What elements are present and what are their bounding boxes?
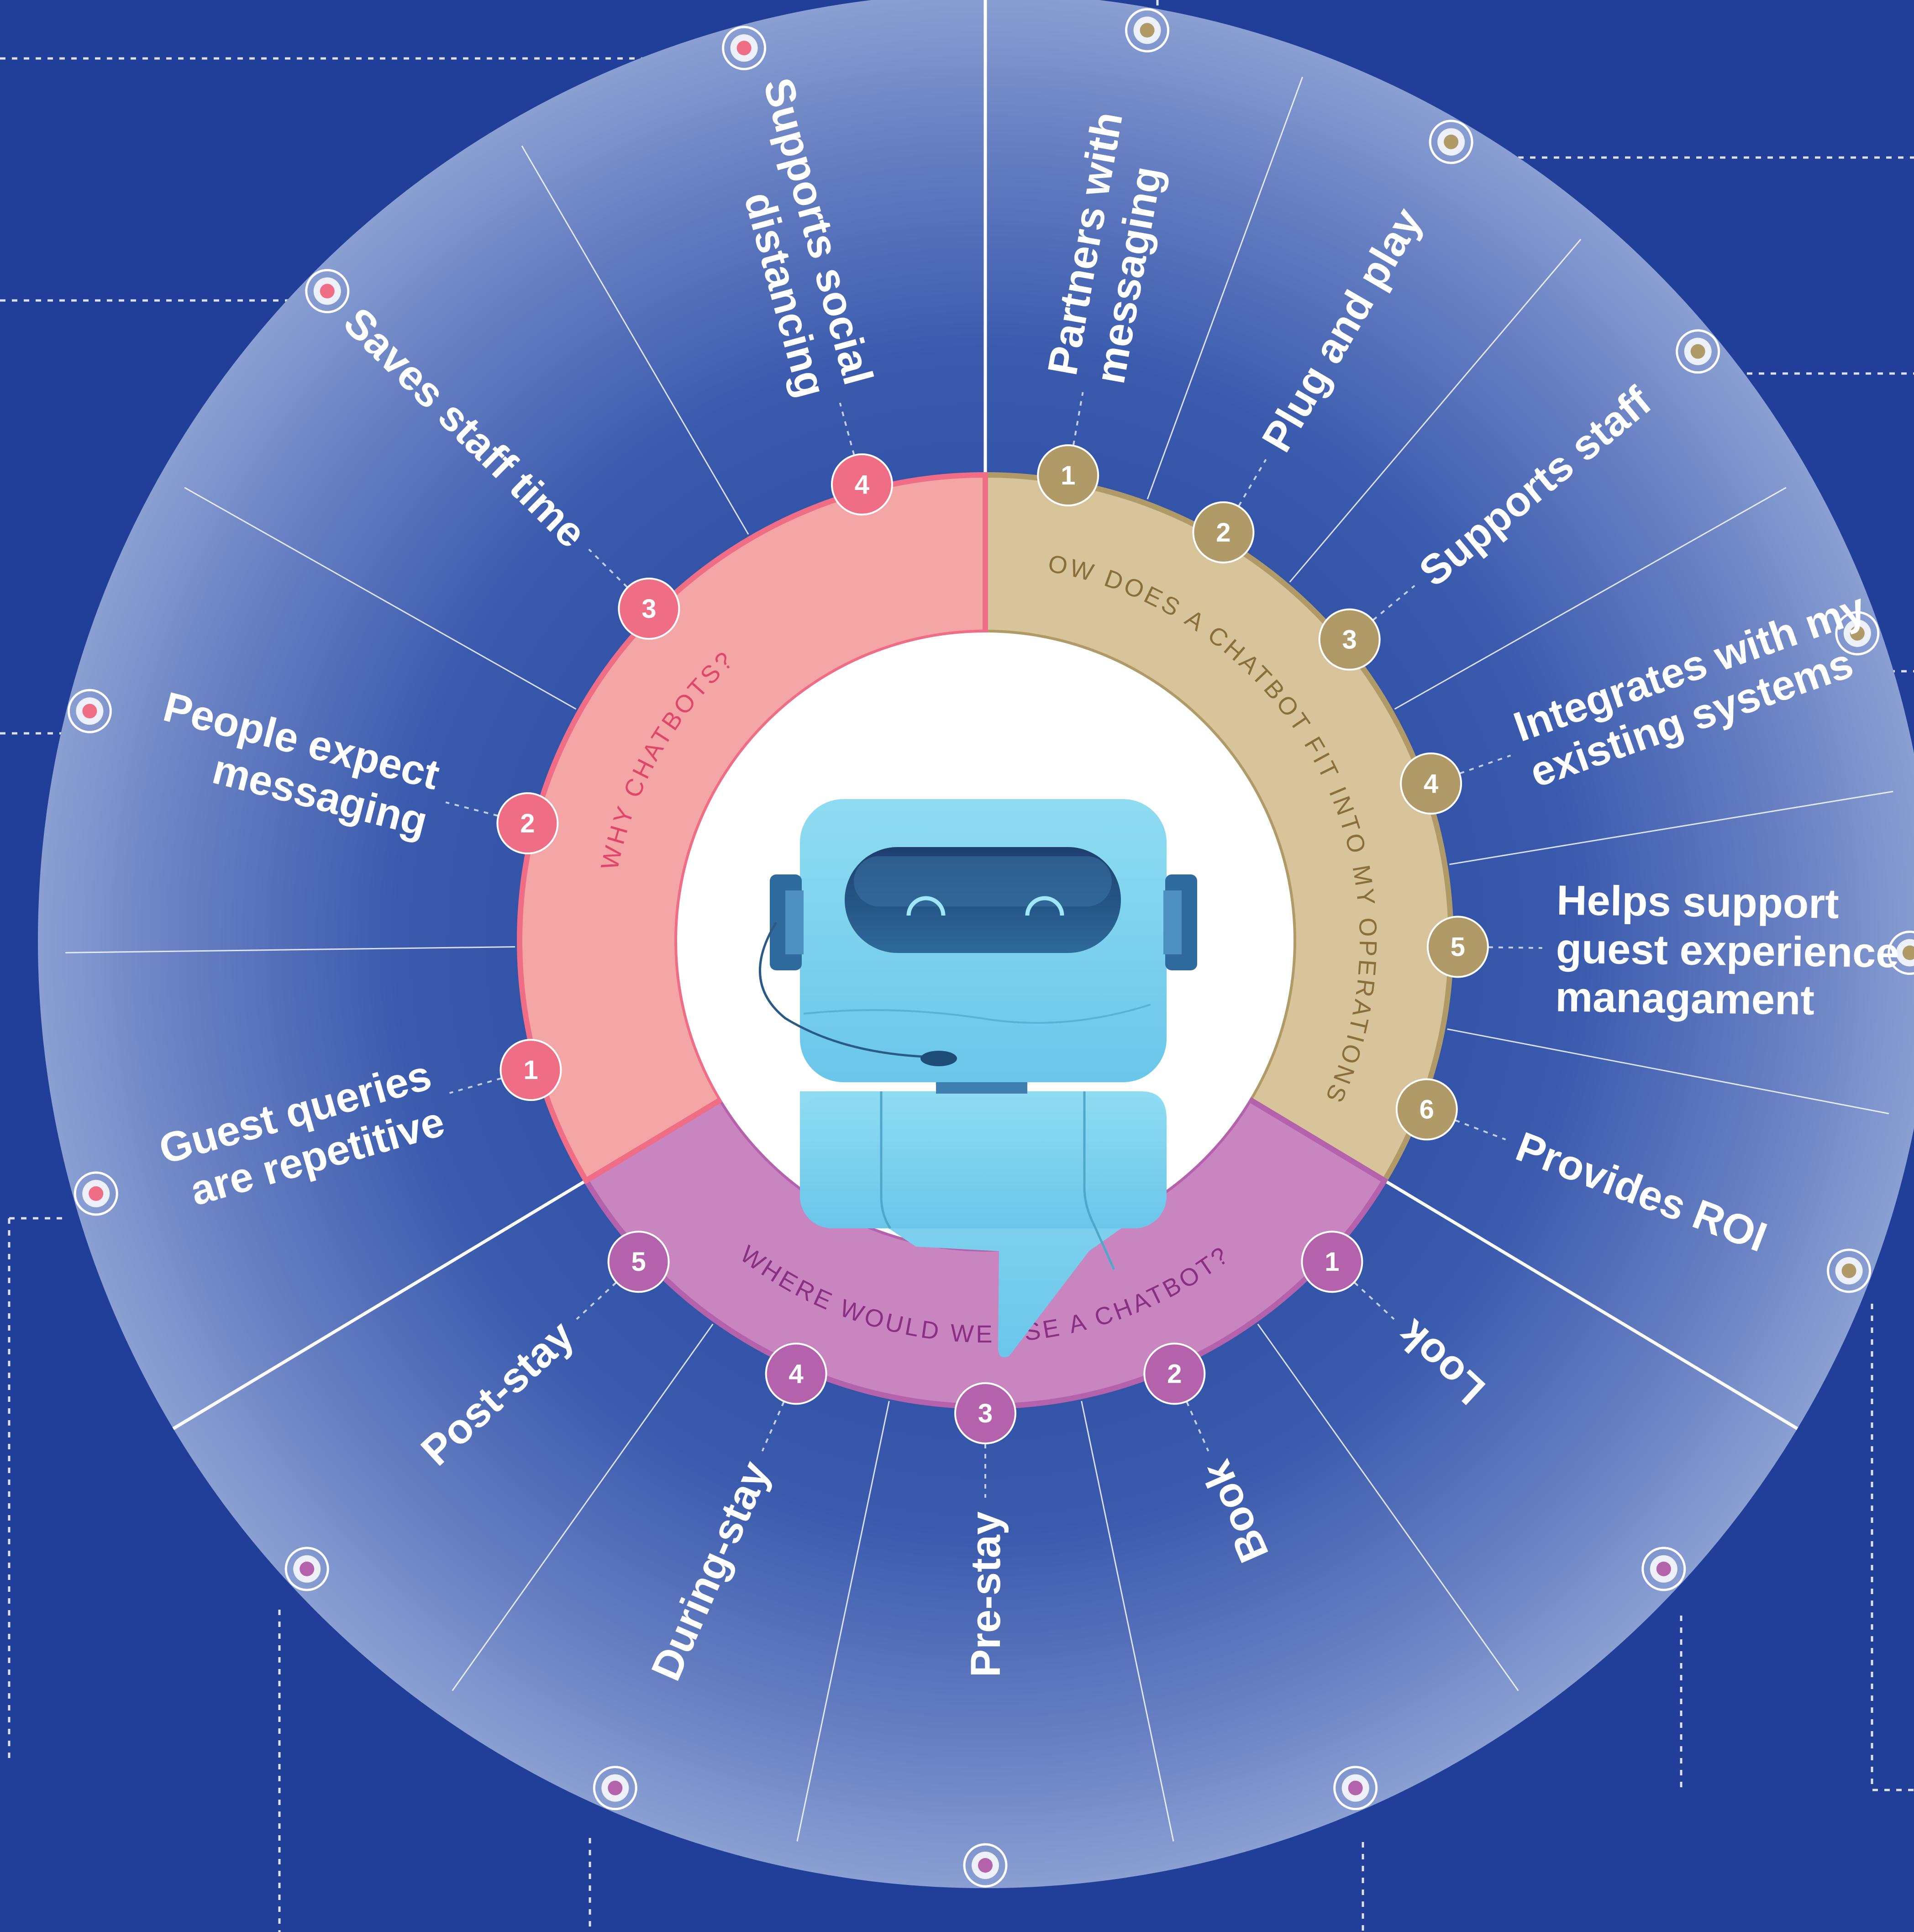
badge-how-5: 5 xyxy=(1426,916,1489,978)
badge-why-2: 2 xyxy=(496,792,559,855)
major-divider xyxy=(1383,1179,1798,1430)
minor-divider xyxy=(1447,1028,1889,1115)
segment-label-line: Pre-stay xyxy=(962,1511,1009,1677)
leader-line xyxy=(588,548,635,595)
robot-icon xyxy=(759,799,1197,1358)
target-dot-icon xyxy=(722,26,767,70)
badge-why-4: 4 xyxy=(831,453,893,516)
badge-number: 3 xyxy=(978,1399,993,1428)
badge-how-1: 1 xyxy=(1037,444,1099,506)
leader-line xyxy=(576,1275,624,1320)
badge-number: 3 xyxy=(1342,625,1357,654)
leader-line xyxy=(1446,1116,1506,1141)
badge-number: 4 xyxy=(1424,769,1438,799)
minor-divider xyxy=(1449,790,1893,865)
leader-line xyxy=(445,801,508,819)
label-where-3: Pre-stay xyxy=(962,1511,1009,1677)
leader-line xyxy=(1450,754,1511,778)
target-dot-icon xyxy=(593,1766,637,1811)
target-dot-icon xyxy=(1641,1547,1686,1591)
leader-line xyxy=(1365,585,1415,627)
badge-number: 5 xyxy=(631,1247,646,1277)
badge-number: 5 xyxy=(1451,932,1465,962)
badge-how-6: 6 xyxy=(1395,1078,1458,1141)
connector-line xyxy=(1871,1304,1914,1791)
badge-where-4: 4 xyxy=(765,1342,827,1405)
badge-number: 4 xyxy=(855,470,869,500)
minor-divider xyxy=(1081,1400,1174,1842)
badge-how-3: 3 xyxy=(1318,608,1381,671)
target-dot-icon xyxy=(963,1843,1008,1888)
badge-number: 3 xyxy=(642,594,656,624)
target-dot-icon xyxy=(1429,120,1473,164)
badge-number: 2 xyxy=(1216,518,1230,547)
target-dot-icon xyxy=(1125,8,1170,53)
segment-label-line: managament xyxy=(1555,974,1815,1023)
leader-line xyxy=(1478,946,1542,949)
badge-number: 2 xyxy=(520,809,535,838)
major-divider xyxy=(172,1179,587,1430)
badge-where-1: 1 xyxy=(1301,1231,1363,1293)
segment-dividers xyxy=(65,0,1893,1842)
target-dot-icon xyxy=(1888,931,1914,975)
leader-line xyxy=(761,1392,789,1452)
minor-divider xyxy=(452,1323,714,1691)
badge-how-4: 4 xyxy=(1400,752,1462,815)
connector-line xyxy=(8,1217,68,1763)
leader-lines xyxy=(445,392,1542,1498)
leader-line xyxy=(1233,459,1267,516)
minor-divider xyxy=(65,946,515,953)
leader-line xyxy=(1071,392,1084,456)
leader-line xyxy=(839,402,858,465)
segment-label-line: Helps support xyxy=(1556,877,1840,927)
leader-line xyxy=(1182,1392,1209,1452)
badge-number: 4 xyxy=(789,1359,804,1389)
badge-number: 1 xyxy=(1061,461,1075,490)
number-badges: 1 2 3 4 5 6 1 2 3 4 5 1 2 3 4 xyxy=(496,444,1489,1444)
target-dot-icon xyxy=(1676,329,1720,374)
target-dot-icon xyxy=(1827,1248,1872,1293)
badge-why-1: 1 xyxy=(500,1039,562,1101)
minor-divider xyxy=(184,487,577,710)
badge-why-3: 3 xyxy=(618,577,680,640)
badge-number: 6 xyxy=(1420,1095,1434,1125)
target-dot-icon xyxy=(305,269,350,314)
badge-number: 1 xyxy=(1325,1247,1339,1277)
target-dot-icon xyxy=(74,1171,118,1216)
minor-divider xyxy=(1289,239,1582,583)
badge-where-3: 3 xyxy=(954,1382,1016,1444)
minor-divider xyxy=(796,1400,890,1842)
target-dot-icon xyxy=(67,689,112,733)
target-dot-icon xyxy=(1835,611,1880,656)
segment-label-line: guest experience xyxy=(1556,926,1899,977)
badge-number: 2 xyxy=(1167,1359,1182,1389)
target-dot-icon xyxy=(1333,1766,1378,1811)
badge-where-5: 5 xyxy=(607,1231,670,1293)
minor-divider xyxy=(521,145,749,535)
minor-divider xyxy=(1257,1323,1519,1691)
target-dot-icon xyxy=(284,1547,329,1591)
badge-how-2: 2 xyxy=(1192,501,1255,563)
badge-number: 1 xyxy=(523,1055,538,1085)
leader-line xyxy=(1346,1275,1395,1320)
badge-where-2: 2 xyxy=(1143,1342,1206,1405)
minor-divider xyxy=(1146,77,1304,500)
minor-divider xyxy=(1394,487,1787,710)
outer-markers xyxy=(67,8,1914,1888)
leader-line xyxy=(449,1074,511,1094)
